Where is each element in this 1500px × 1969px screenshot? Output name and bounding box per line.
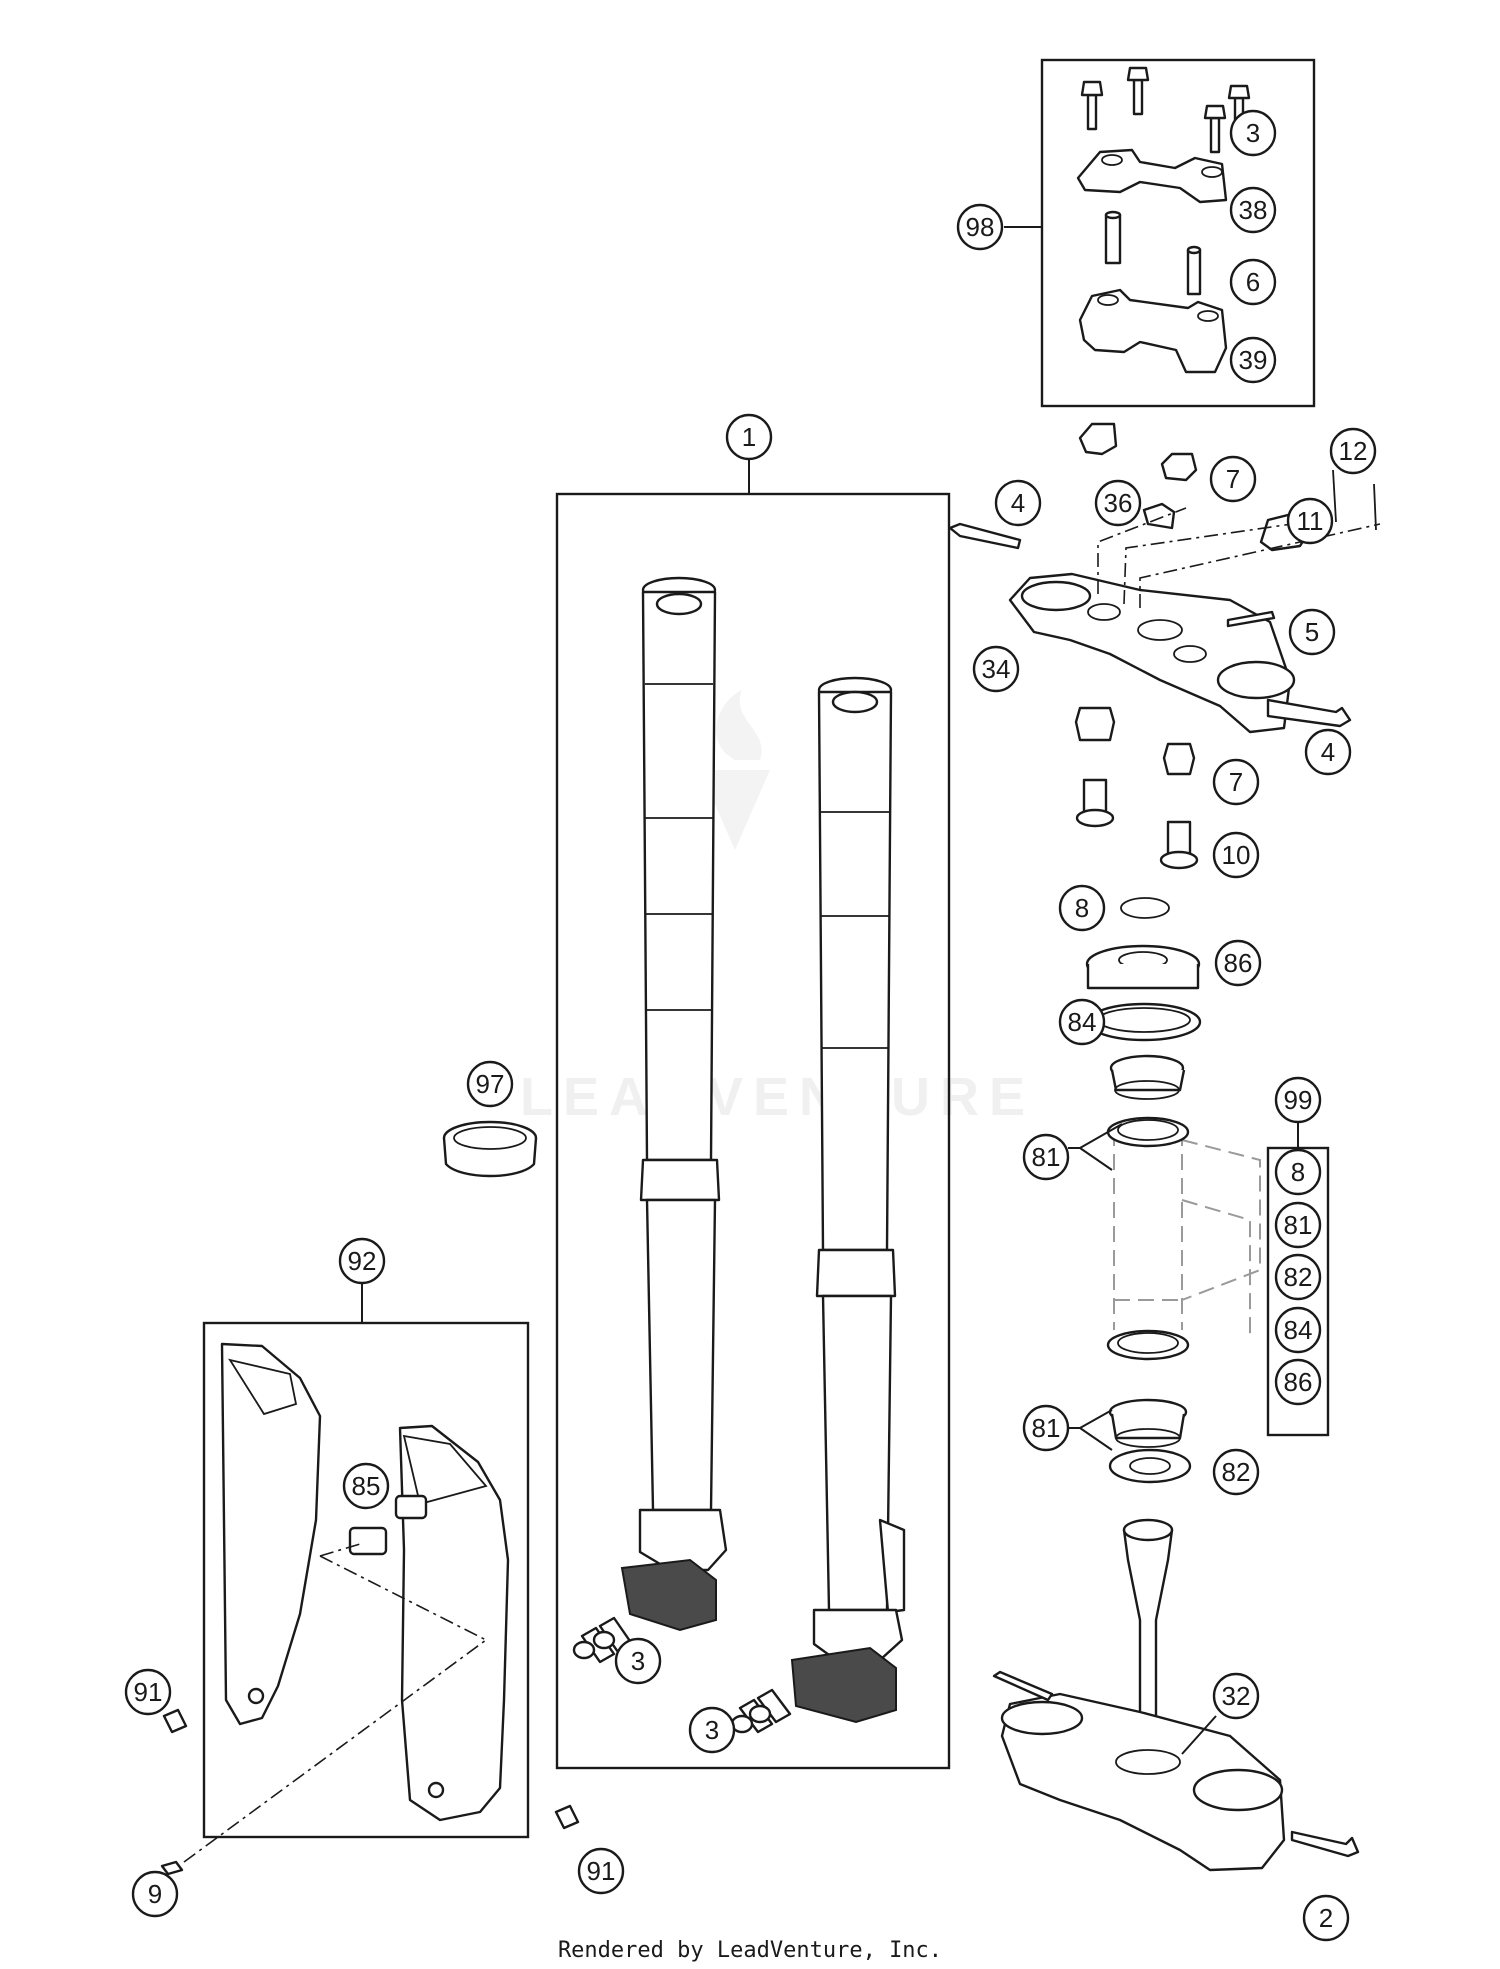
- callout-3-left-label: 3: [631, 1646, 645, 1676]
- callout-7-upper-label: 7: [1226, 464, 1240, 494]
- callout-84-label: 84: [1068, 1007, 1097, 1037]
- callout-32-label: 32: [1222, 1681, 1251, 1711]
- callout-34[interactable]: 34: [972, 645, 1020, 693]
- fork-assembly-frame: [555, 492, 951, 1770]
- callout-86[interactable]: 86: [1214, 939, 1262, 987]
- footer-credit: Rendered by LeadVenture, Inc.: [557, 1938, 943, 1963]
- fork-leg-right: [790, 676, 906, 1724]
- kit-99-item-8[interactable]: 8: [1274, 1148, 1322, 1196]
- kit-99-item-82-label: 82: [1284, 1262, 1313, 1292]
- callout-92-label: 92: [348, 1246, 377, 1276]
- callout-81-lower-label: 81: [1032, 1413, 1061, 1443]
- callout-4-left[interactable]: 4: [994, 479, 1042, 527]
- kit-99-item-84-label: 84: [1284, 1315, 1313, 1345]
- callout-9-label: 9: [148, 1879, 162, 1909]
- callout-4-left-label: 4: [1011, 488, 1025, 518]
- callout-2-label: 2: [1319, 1903, 1333, 1933]
- fork-protectors: [160, 1342, 580, 1876]
- callout-36[interactable]: 36: [1094, 479, 1142, 527]
- callout-3-right-label: 3: [705, 1715, 719, 1745]
- kit-99-item-86-label: 86: [1284, 1367, 1313, 1397]
- callout-99[interactable]: 99: [1274, 1076, 1322, 1124]
- callout-3-kit-label: 3: [1246, 118, 1260, 148]
- callout-99-label: 99: [1284, 1085, 1313, 1115]
- kit-99-item-84[interactable]: 84: [1274, 1306, 1322, 1354]
- callout-12[interactable]: 12: [1329, 427, 1377, 475]
- callout-12-label: 12: [1339, 436, 1368, 466]
- callout-7-upper[interactable]: 7: [1209, 455, 1257, 503]
- callout-98-label: 98: [966, 212, 995, 242]
- callout-91-right[interactable]: 91: [577, 1847, 625, 1895]
- callout-5[interactable]: 5: [1288, 608, 1336, 656]
- kit-99-item-81-label: 81: [1284, 1210, 1313, 1240]
- fork-ring-97: [442, 1120, 538, 1178]
- callout-2[interactable]: 2: [1302, 1894, 1350, 1942]
- callout-38-label: 38: [1239, 195, 1268, 225]
- callout-97[interactable]: 97: [466, 1060, 514, 1108]
- callout-39-label: 39: [1239, 345, 1268, 375]
- callout-85[interactable]: 85: [342, 1462, 390, 1510]
- callout-39[interactable]: 39: [1229, 336, 1277, 384]
- handlebar-clamp-kit: [1076, 66, 1251, 374]
- callout-11-label: 11: [1297, 506, 1324, 536]
- callout-6-label: 6: [1246, 267, 1260, 297]
- callout-3-right[interactable]: 3: [688, 1706, 736, 1754]
- callout-81-upper-label: 81: [1032, 1142, 1061, 1172]
- callout-10[interactable]: 10: [1212, 831, 1260, 879]
- watermark-logo: LEADVENTURE: [520, 690, 1035, 1127]
- kit-99-item-86[interactable]: 86: [1274, 1358, 1322, 1406]
- fork-leg-left: [620, 576, 728, 1632]
- steering-head-bearings: [1074, 706, 1261, 1484]
- callout-9[interactable]: 9: [131, 1870, 179, 1918]
- callout-32[interactable]: 32: [1212, 1672, 1260, 1720]
- kit-99-item-82[interactable]: 82: [1274, 1253, 1322, 1301]
- callout-91-left[interactable]: 91: [124, 1668, 172, 1716]
- callout-81-upper[interactable]: 81: [1022, 1133, 1070, 1181]
- callout-91-left-label: 91: [134, 1677, 163, 1707]
- callout-85-label: 85: [352, 1471, 381, 1501]
- kit-98-frame: [1040, 58, 1316, 408]
- axle-clamp-bolts: [572, 1616, 792, 1734]
- callout-8-label: 8: [1075, 893, 1089, 923]
- lower-triple-clamp: [992, 1518, 1360, 1872]
- callout-1-label: 1: [742, 422, 756, 452]
- callout-4-right[interactable]: 4: [1304, 728, 1352, 776]
- callout-3-left[interactable]: 3: [614, 1637, 662, 1685]
- callout-86-label: 86: [1224, 948, 1253, 978]
- callout-7-lower[interactable]: 7: [1212, 758, 1260, 806]
- callout-7-lower-label: 7: [1229, 767, 1243, 797]
- watermark-text: LEADVENTURE: [520, 1067, 1035, 1127]
- callout-92[interactable]: 92: [338, 1237, 386, 1285]
- upper-triple-clamp: [948, 422, 1381, 734]
- callout-1[interactable]: 1: [725, 413, 773, 461]
- kit-99-item-8-label: 8: [1291, 1157, 1305, 1187]
- callout-34-label: 34: [982, 654, 1011, 684]
- callout-10-label: 10: [1222, 840, 1251, 870]
- callout-11[interactable]: 11: [1286, 497, 1334, 545]
- callout-82[interactable]: 82: [1212, 1448, 1260, 1496]
- kit-99-item-81[interactable]: 81: [1274, 1201, 1322, 1249]
- callout-36-label: 36: [1104, 488, 1133, 518]
- callout-5-label: 5: [1305, 617, 1319, 647]
- callout-81-lower[interactable]: 81: [1022, 1404, 1070, 1452]
- callout-82-label: 82: [1222, 1457, 1251, 1487]
- callout-8[interactable]: 8: [1058, 884, 1106, 932]
- callout-38[interactable]: 38: [1229, 186, 1277, 234]
- callout-97-label: 97: [476, 1069, 505, 1099]
- callout-6[interactable]: 6: [1229, 258, 1277, 306]
- callout-3-kit[interactable]: 3: [1229, 109, 1277, 157]
- callout-91-right-label: 91: [587, 1856, 616, 1886]
- callout-84[interactable]: 84: [1058, 998, 1106, 1046]
- callout-4-right-label: 4: [1321, 737, 1335, 767]
- callout-98[interactable]: 98: [956, 203, 1004, 251]
- fork-protector-frame: [202, 1321, 530, 1839]
